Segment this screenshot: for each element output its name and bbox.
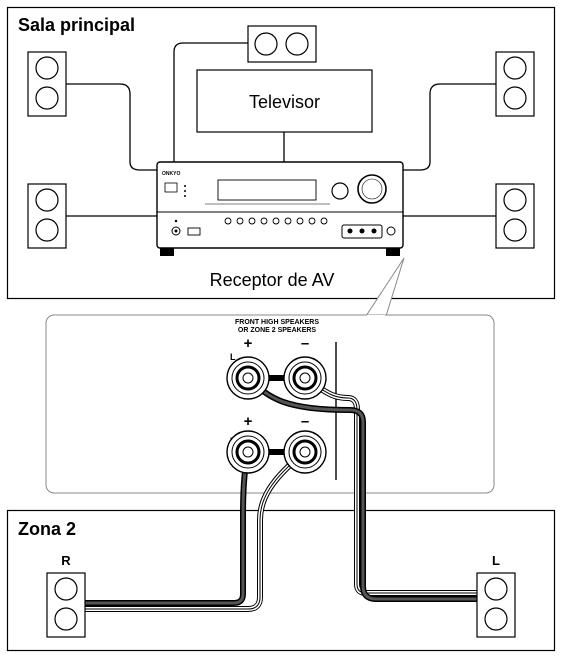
zone2-frame xyxy=(6,509,556,652)
front-left-speaker xyxy=(27,51,67,117)
callout-pointer xyxy=(365,257,405,317)
plus-sign-left: + xyxy=(244,335,253,352)
zone2-right-label: R xyxy=(61,553,71,568)
receiver-brand: ONKYO xyxy=(162,171,180,177)
terminal-label-left: L xyxy=(230,352,236,362)
main-room-frame xyxy=(6,6,556,300)
terminal-left-link xyxy=(269,375,284,381)
av-receiver: ONKYO xyxy=(156,161,404,256)
zone2-right-speaker xyxy=(46,572,86,638)
terminal-right-plus xyxy=(226,430,270,474)
center-speaker xyxy=(247,25,317,63)
callout-box xyxy=(45,314,495,494)
receiver-display xyxy=(217,179,317,201)
main-room-title: Sala principal xyxy=(18,15,135,35)
terminal-right-minus xyxy=(283,430,327,474)
minus-sign-right: – xyxy=(301,413,309,430)
surround-right-speaker xyxy=(495,183,535,249)
zone2-left-label: L xyxy=(492,553,500,568)
plus-sign-right: + xyxy=(244,413,253,430)
tv-label: Televisor xyxy=(249,92,320,112)
main-room-wires xyxy=(66,42,496,217)
terminal-right-link xyxy=(269,449,284,455)
zone2-left-speaker xyxy=(476,572,516,638)
receiver-label: Receptor de AV xyxy=(210,270,335,290)
receiver-small-knob xyxy=(331,182,349,200)
front-right-speaker xyxy=(495,51,535,117)
zone2-title: Zona 2 xyxy=(18,519,76,539)
minus-sign-left: – xyxy=(301,335,309,352)
terminal-left-minus xyxy=(283,356,327,400)
callout-heading-line2: OR ZONE 2 SPEAKERS xyxy=(238,327,317,334)
terminal-left-plus xyxy=(226,356,270,400)
callout-heading-line1: FRONT HIGH SPEAKERS xyxy=(235,319,319,326)
surround-left-speaker xyxy=(27,183,67,249)
